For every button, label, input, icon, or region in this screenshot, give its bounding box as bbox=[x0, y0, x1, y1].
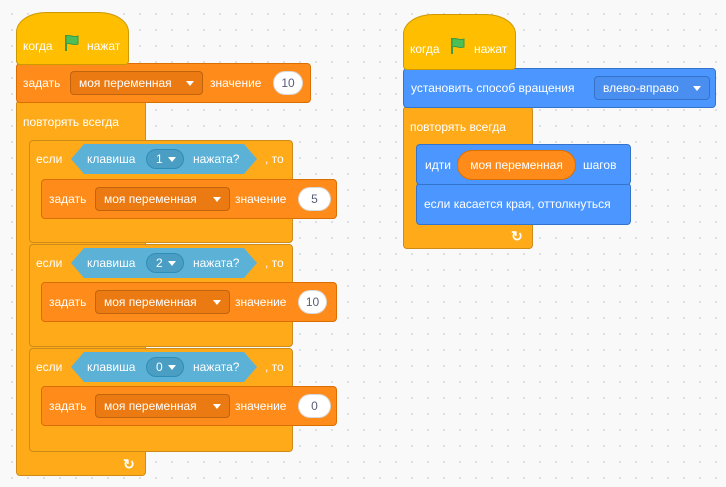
clicked-label: нажат bbox=[474, 42, 508, 56]
set-label: задать bbox=[49, 399, 87, 413]
when-label: когда bbox=[23, 39, 53, 53]
move-steps-block[interactable]: идти моя переменная шагов bbox=[416, 144, 631, 185]
then-label: , то bbox=[265, 152, 284, 166]
pressed-label: нажата? bbox=[193, 256, 240, 270]
key-dropdown-3[interactable]: 0 bbox=[146, 357, 184, 377]
key-pressed-sensor-1[interactable]: клавиша 1 нажата? bbox=[71, 144, 257, 174]
to-label: значение bbox=[235, 295, 287, 309]
key-label: клавиша bbox=[87, 152, 136, 166]
rotation-value: влево-вправо bbox=[603, 81, 679, 95]
set-variable-block-if2[interactable]: задать моя переменная значение 10 bbox=[41, 282, 337, 322]
when-flag-clicked-hat[interactable]: когда нажат bbox=[16, 12, 129, 65]
value-input[interactable]: 0 bbox=[298, 394, 331, 418]
if-label: если bbox=[36, 256, 63, 270]
variable-name: моя переменная bbox=[104, 295, 197, 309]
variable-name: моя переменная bbox=[104, 192, 197, 206]
key-pressed-sensor-2[interactable]: клавиша 2 нажата? bbox=[71, 248, 257, 278]
key-dropdown-1[interactable]: 1 bbox=[146, 149, 184, 169]
key-label: клавиша bbox=[87, 360, 136, 374]
key-value: 1 bbox=[156, 152, 163, 166]
key-value: 0 bbox=[156, 360, 163, 374]
value-input[interactable]: 5 bbox=[298, 187, 331, 211]
chevron-down-icon bbox=[693, 86, 701, 91]
to-label: значение bbox=[235, 192, 287, 206]
chevron-down-icon bbox=[168, 157, 176, 162]
chevron-down-icon bbox=[168, 365, 176, 370]
set-label: задать bbox=[23, 76, 61, 90]
chevron-down-icon bbox=[168, 261, 176, 266]
value-input[interactable]: 10 bbox=[298, 290, 327, 314]
steps-label: шагов bbox=[583, 158, 617, 172]
set-label: задать bbox=[49, 295, 87, 309]
value-input[interactable]: 10 bbox=[273, 71, 303, 95]
rotation-style-dropdown[interactable]: влево-вправо bbox=[594, 76, 710, 100]
chevron-down-icon bbox=[186, 81, 194, 86]
variable-dropdown[interactable]: моя переменная bbox=[70, 71, 203, 95]
pressed-label: нажата? bbox=[193, 360, 240, 374]
set-rotation-style-block[interactable]: установить способ вращения влево-вправо bbox=[403, 68, 716, 108]
bounce-label: если касается края, оттолкнуться bbox=[424, 197, 611, 211]
variable-name: моя переменная bbox=[104, 399, 197, 413]
rotation-label: установить способ вращения bbox=[411, 81, 575, 95]
to-label: значение bbox=[210, 76, 262, 90]
key-value: 2 bbox=[156, 256, 163, 270]
if-label: если bbox=[36, 360, 63, 374]
variable-dropdown[interactable]: моя переменная bbox=[95, 290, 230, 314]
chevron-down-icon bbox=[213, 404, 221, 409]
chevron-down-icon bbox=[213, 197, 221, 202]
when-label: когда bbox=[410, 42, 440, 56]
chevron-down-icon bbox=[213, 300, 221, 305]
set-label: задать bbox=[49, 192, 87, 206]
to-label: значение bbox=[235, 399, 287, 413]
when-flag-clicked-hat[interactable]: когда нажат bbox=[403, 14, 516, 70]
loop-arrow-icon: ↻ bbox=[123, 456, 135, 472]
key-pressed-sensor-3[interactable]: клавиша 0 нажата? bbox=[71, 352, 257, 382]
then-label: , то bbox=[265, 256, 284, 270]
forever-label: повторять всегда bbox=[410, 120, 506, 134]
green-flag-icon bbox=[451, 37, 465, 54]
set-variable-block-if3[interactable]: задать моя переменная значение 0 bbox=[41, 386, 337, 426]
variable-reporter[interactable]: моя переменная bbox=[457, 150, 576, 180]
forever-label: повторять всегда bbox=[23, 115, 119, 129]
variable-dropdown[interactable]: моя переменная bbox=[95, 394, 230, 418]
clicked-label: нажат bbox=[87, 39, 121, 53]
green-flag-icon bbox=[65, 34, 79, 51]
key-label: клавиша bbox=[87, 256, 136, 270]
then-label: , то bbox=[265, 360, 284, 374]
key-dropdown-2[interactable]: 2 bbox=[146, 253, 184, 273]
if-label: если bbox=[36, 152, 63, 166]
loop-arrow-icon: ↻ bbox=[511, 228, 523, 244]
set-variable-block-if1[interactable]: задать моя переменная значение 5 bbox=[41, 179, 337, 219]
move-label: идти bbox=[425, 158, 451, 172]
variable-dropdown[interactable]: моя переменная bbox=[95, 187, 230, 211]
set-variable-block[interactable]: задать моя переменная значение 10 bbox=[16, 63, 311, 103]
variable-name: моя переменная bbox=[79, 76, 172, 90]
pressed-label: нажата? bbox=[193, 152, 240, 166]
bounce-on-edge-block[interactable]: если касается края, оттолкнуться bbox=[416, 183, 631, 225]
